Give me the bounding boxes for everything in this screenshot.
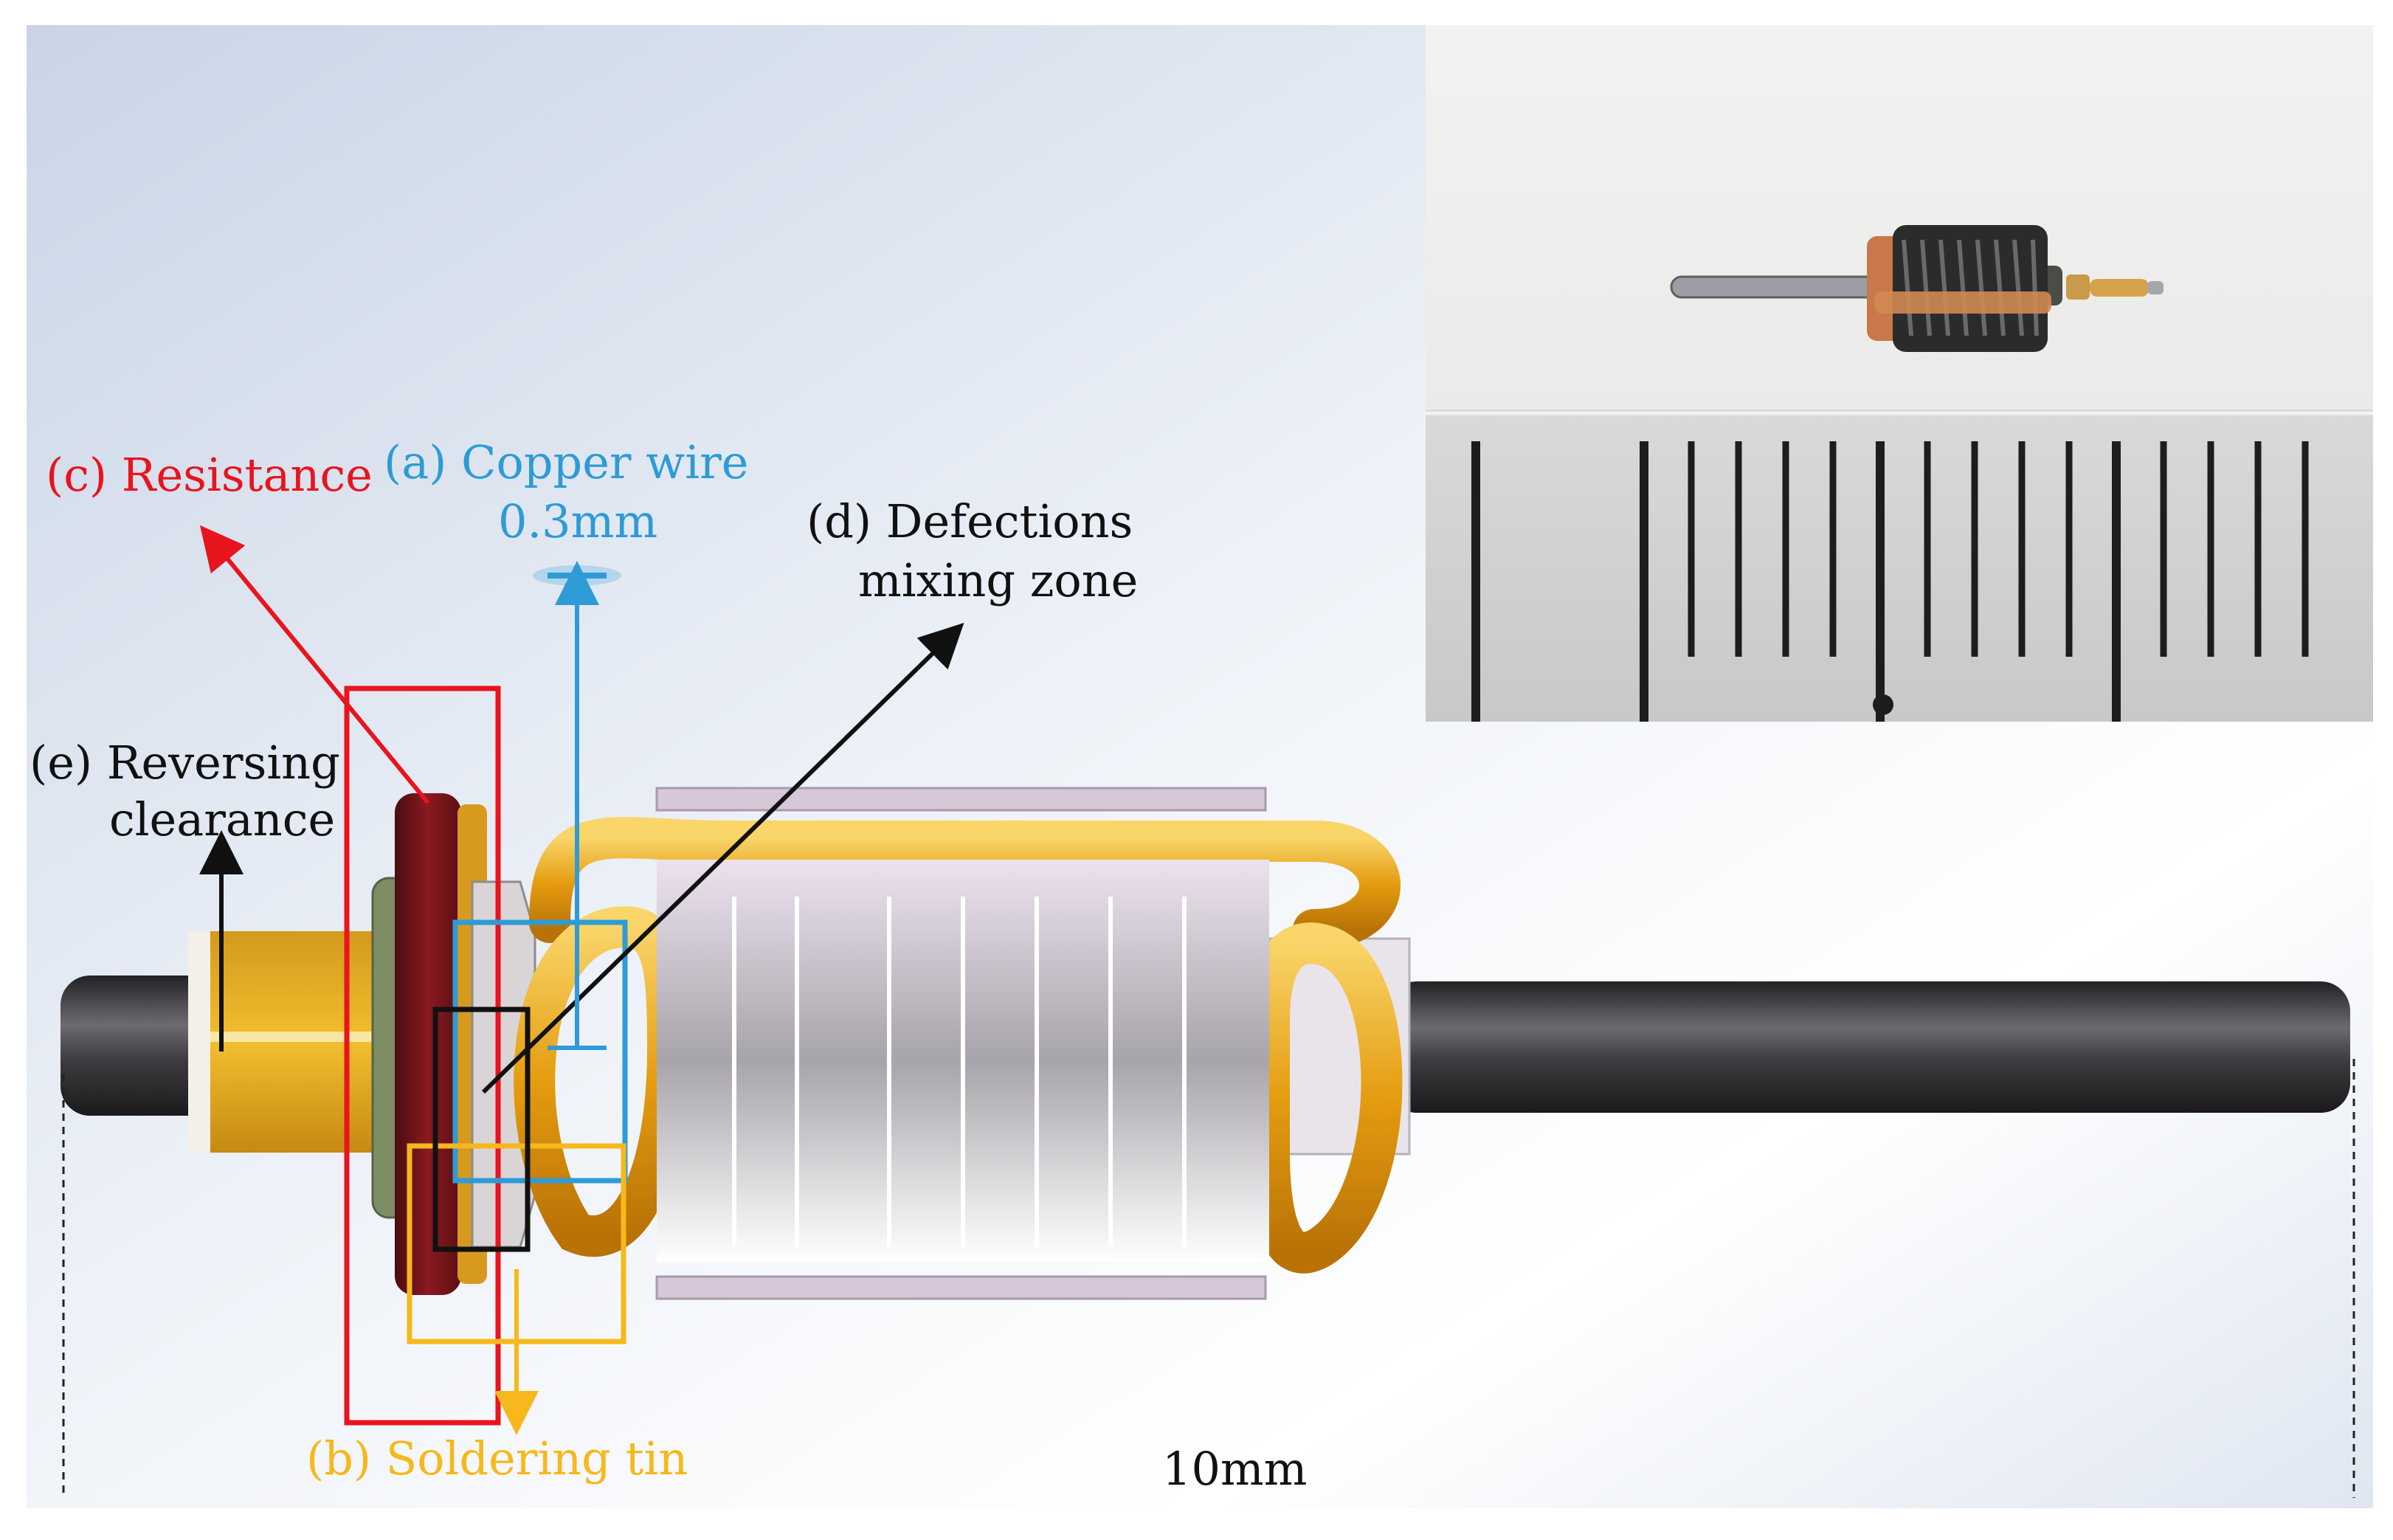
- right-shaft: [1387, 981, 2350, 1113]
- soldering-tin-label: (b) Soldering tin: [306, 1432, 688, 1485]
- defections-label: (d) Defections: [807, 494, 1133, 548]
- resistance-arrow: [199, 525, 430, 804]
- copper-wire-box: [452, 919, 628, 1184]
- copper-dimension-marker: [533, 561, 621, 1050]
- resistance-label: (c) Resistance: [46, 448, 373, 502]
- reversing-label: (e) Reversing: [30, 736, 340, 790]
- laminated-core: [655, 787, 1269, 1300]
- mixing-zone-label: mixing zone: [858, 553, 1138, 607]
- copper-wire-size-label: 0.3mm: [498, 494, 657, 548]
- photo-ruler: [1426, 410, 2373, 722]
- dimension-10mm: [62, 1059, 2355, 1502]
- defections-box: [432, 1006, 531, 1252]
- armature-photo-inset: [1426, 25, 2373, 722]
- commutator-gap: [188, 931, 210, 1153]
- dimension-label: 10mm: [1162, 1442, 1307, 1496]
- photo-armature: [1670, 225, 2164, 352]
- armature-model: [61, 787, 2350, 1300]
- ruler-ticks: [1471, 441, 2309, 722]
- clearance-label: clearance: [109, 793, 335, 846]
- resistance-disk: [395, 793, 461, 1295]
- defections-arrow: [481, 623, 964, 1094]
- copper-wire-label: (a) Copper wire: [384, 435, 748, 489]
- resistance-box: [344, 686, 501, 1426]
- ruler-dot: [1873, 694, 1893, 715]
